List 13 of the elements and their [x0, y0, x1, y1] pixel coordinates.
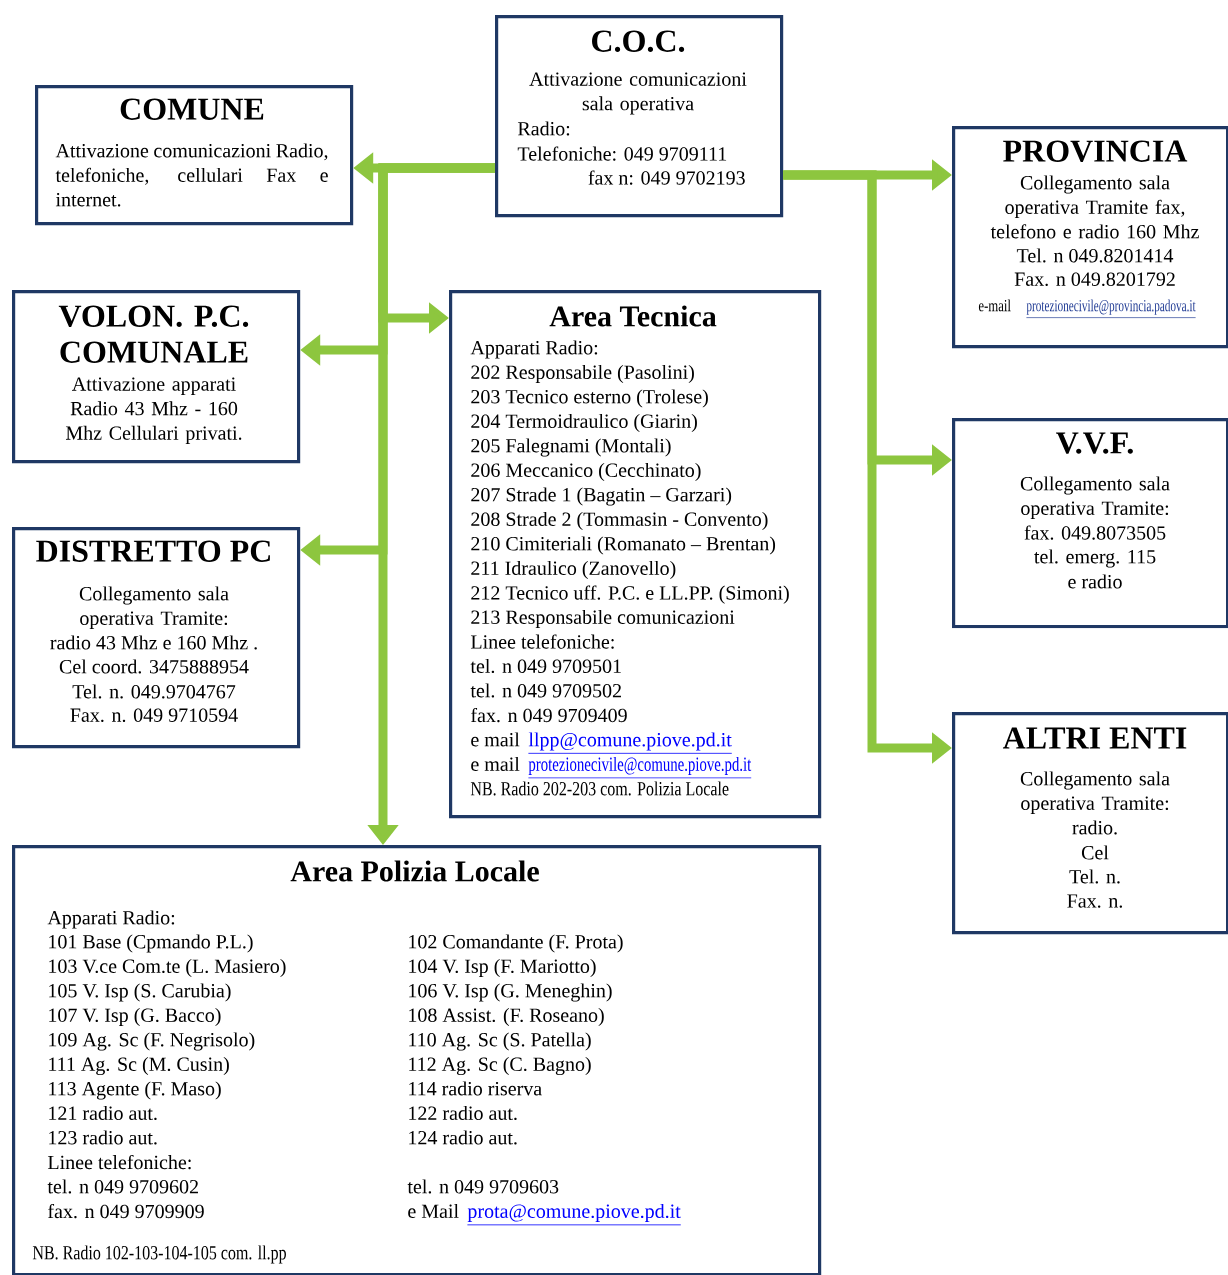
info-box: VOLON. P.C. COMUNALE Attivazione apparati Radio 43 Mhz - 160 Mhz Cellulari privati.	[12, 290, 301, 464]
info-box: V.V.F. Collegamento sala operativa Tramite: fax. 049.8073505 tel. emerg. 115 e radio	[952, 418, 1228, 629]
info-box: COMUNE Attivazione comunicazioni Radio, telefoniche, cellulari Fax e internet.	[35, 85, 354, 226]
email-link: protezionecivile@comune.piove.pd.it	[528, 756, 752, 779]
info-box: DISTRETTO PC Collegamento sala operativa Tramite: radio 43 Mhz e 160 Mhz . Cel coord. 3475888954 Tel. n. 049.9704767 Fax. n. 049 9710594	[12, 527, 301, 749]
email-link: llpp@comune.piove.pd.it	[528, 732, 733, 754]
email-link: prota@comune.piove.pd.it	[467, 1203, 682, 1226]
info-box: PROVINCIA Collegamento sala operativa Tramite fax, telefono e radio 160 Mhz Tel. n 049.8201414 Fax. n 049.8201792 e-mail protezionecivile@provincia.padova.it	[952, 126, 1228, 349]
email-link: protezionecivile@provincia.padova.it	[1026, 299, 1196, 318]
info-box: Area Tecnica Apparati Radio: 202 Responsabile (Pasolini) 203 Tecnico esterno (Trolese) 204 Termoidraulico (Giarin) 205 Falegnami (Montali) 206 Meccanico (Cecchinato) 207 Strade 1 (Bagatin – Garzari) 208 Strade 2 (Tommasin - Convento) 210 Cimiteriali (Romanato – Brentan) 211 Idraulico (Zanovello) 212 Tecnico uff. P.C. e LL.PP. (Simoni) 213 Responsabile comunicazioni Linee telefoniche: tel. n 049 9709501 tel. n 049 9709502 fax. n 049 9709409 e mail llpp@comune.piove.pd.it e mail protezionecivile@comune.piove.pd.it NB. Radio 202-203 com. Polizia Locale	[449, 290, 822, 819]
info-box: Area Polizia Locale Apparati Radio: 101 Base (Cpmando P.L.) 102 Comandante (F. Prota) 103 V.ce Com.te (L. Masiero) 104 V. Isp (F. Mariotto) 105 V. Isp (S. Carubia) 106 V. Isp (G. Meneghin) 107 V. Isp (G. Bacco) 108 Assist. (F. Roseano) 109 Ag. Sc (F. Negrisolo) 110 Ag. Sc (S. Patella) 111 Ag. Sc (M. Cusin) 112 Ag. Sc (C. Bagno) 113 Agente (F. Maso) 114 radio riserva 121 radio aut. 122 radio aut. 123 radio aut. 124 radio aut. Linee telefoniche: tel. n 049 9709602 tel. n 049 9709603 fax. n 049 9709909 e Mail prota@comune.piove.pd.it NB. Radio 102-103-104-105 com. ll.pp	[12, 845, 822, 1275]
info-box: ALTRI ENTI Collegamento sala operativa Tramite: radio. Cel Tel. n. Fax. n.	[952, 712, 1228, 935]
info-box: C.O.C. Attivazione comunicazioni sala operativa Radio: Telefoniche: 049 9709111 fax n: 049 9702193	[495, 15, 784, 218]
